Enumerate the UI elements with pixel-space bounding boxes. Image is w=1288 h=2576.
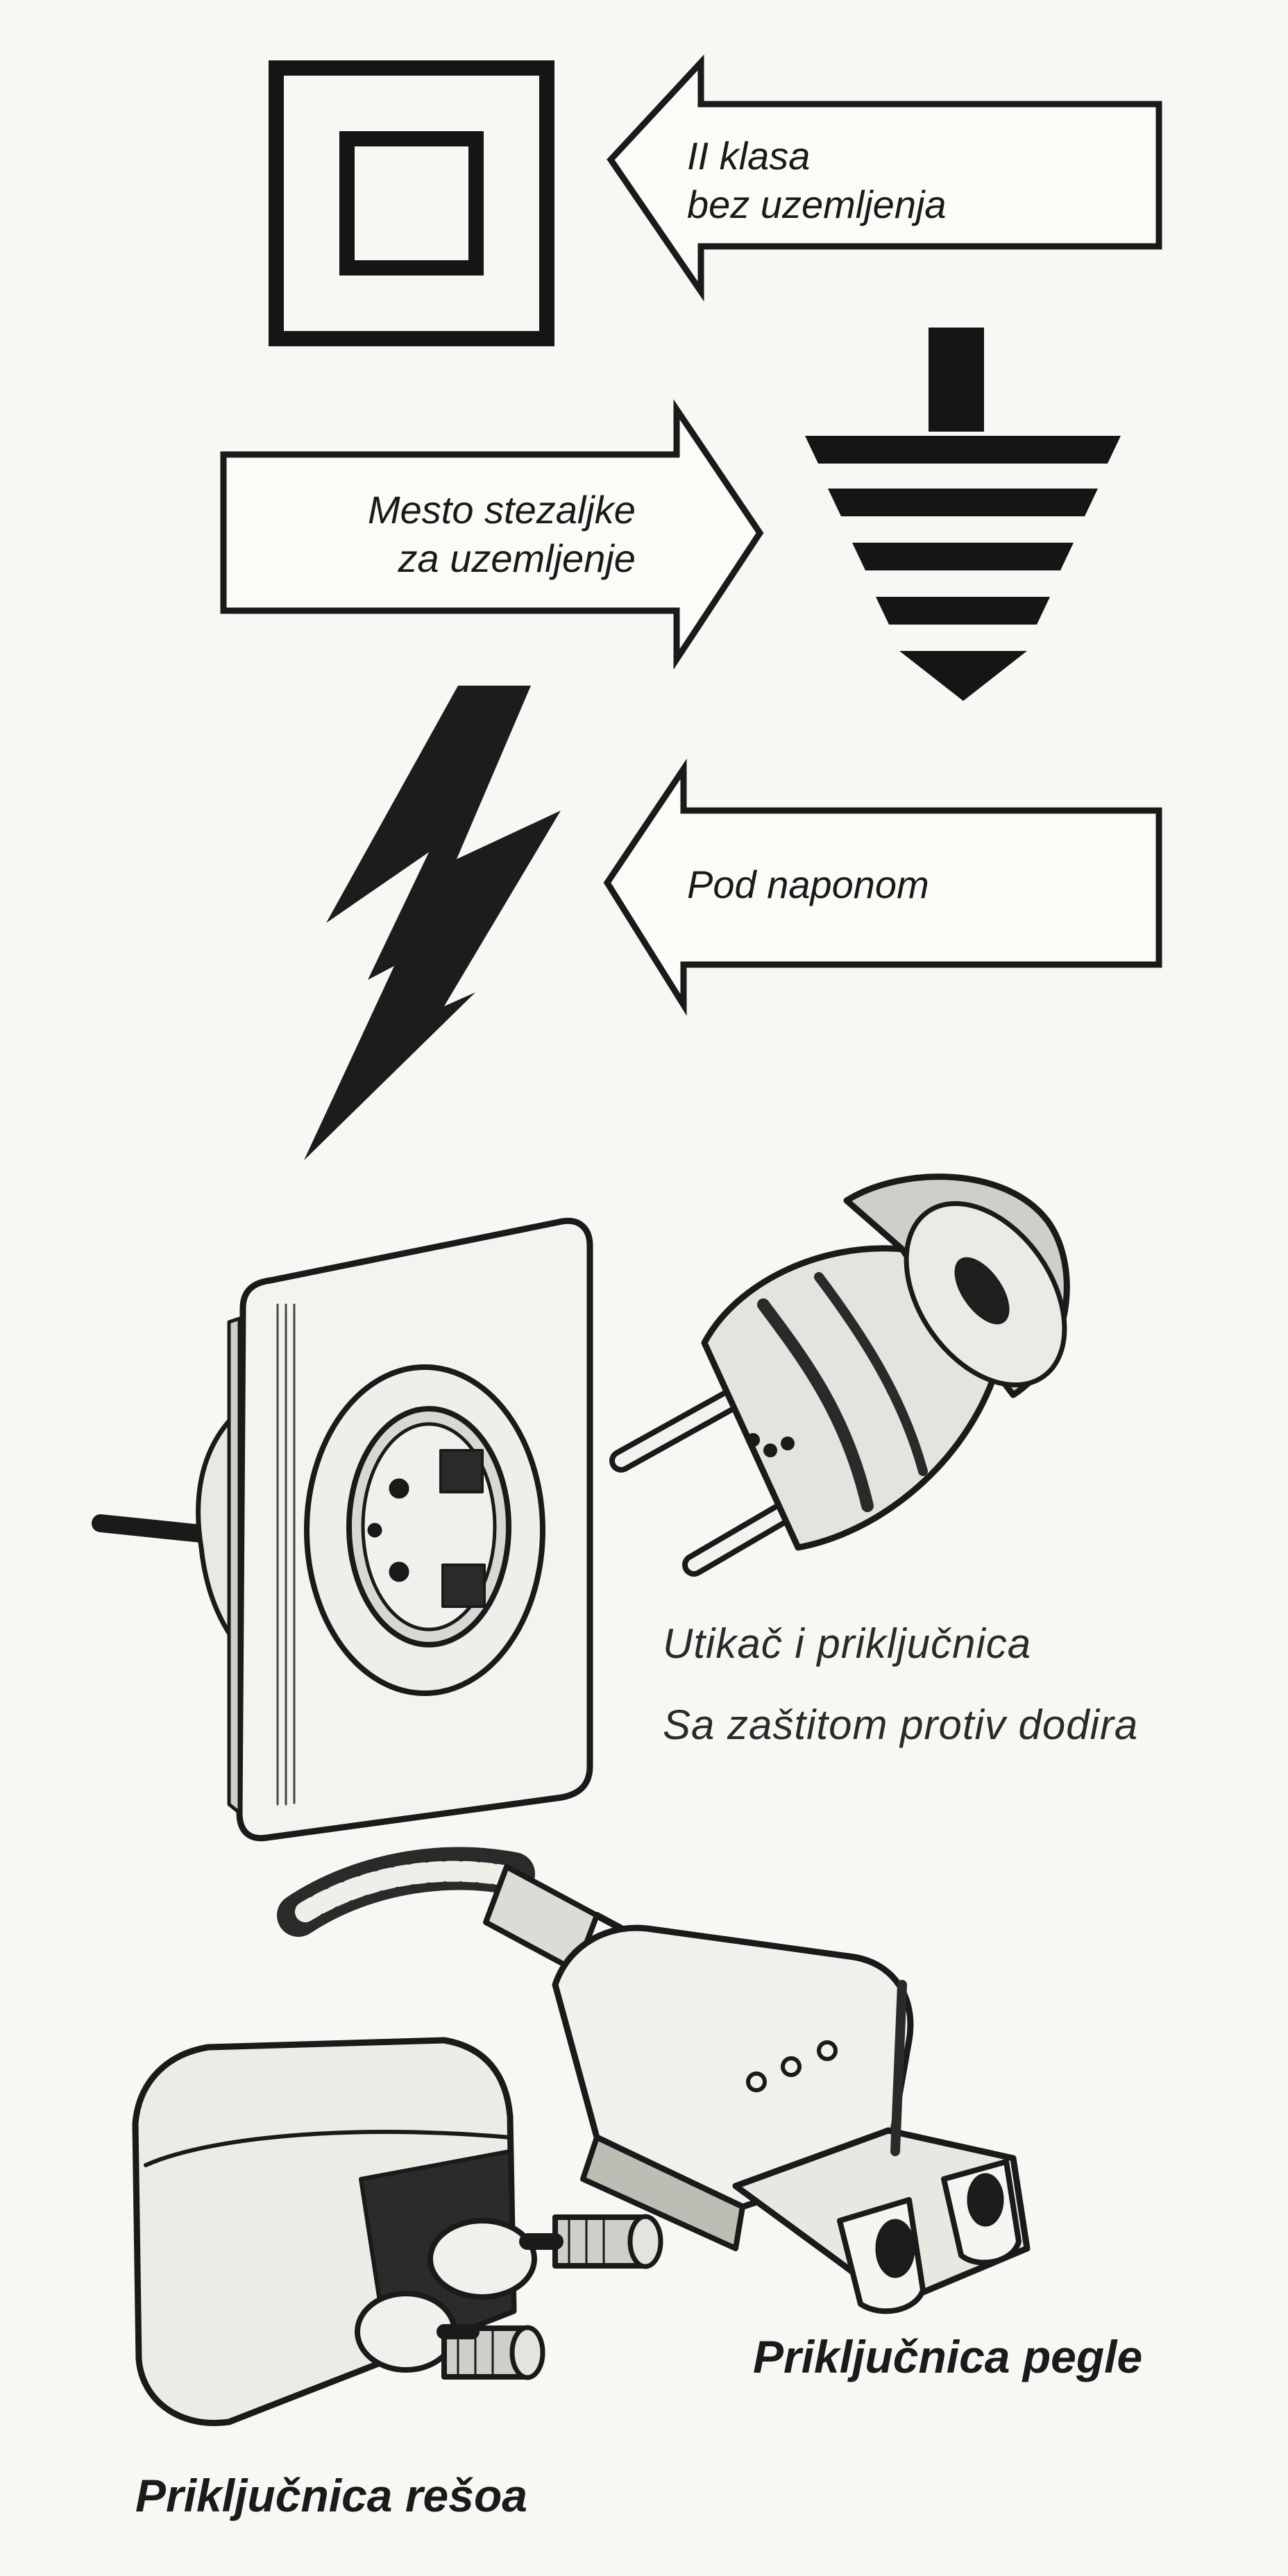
arrow-left-icon — [603, 759, 1162, 1016]
class-ii-label-line1: II klasa — [687, 134, 811, 178]
arrow-right-icon — [220, 399, 764, 670]
class-ii-symbol-icon — [269, 60, 554, 346]
ground-terminal-label: Mesto stezaljke za uzemljenje — [368, 486, 636, 583]
hotplate-connector-illustration — [132, 2037, 663, 2426]
plug-socket-caption-line1: Utikač i priključnica — [663, 1620, 1032, 1667]
hotplate-connector-caption: Priključnica rešoa — [135, 2470, 527, 2521]
plug-socket-caption: Utikač i priključnica Sa zaštitom protiv… — [663, 1603, 1138, 1765]
arrow-left-icon — [607, 54, 1162, 302]
class-ii-label-line2: bez uzemljenja — [687, 183, 947, 226]
ground-terminal-label-line1: Mesto stezaljke — [368, 488, 636, 532]
class-ii-label: II klasa bez uzemljenja — [687, 132, 947, 229]
iron-connector-caption: Priključnica pegle — [753, 2331, 1143, 2382]
iron-connector-illustration — [277, 1847, 1031, 2314]
lightning-bolt-icon — [304, 686, 561, 1160]
plug-illustration — [609, 1173, 1070, 1577]
ground-terminal-label-line2: za uzemljenje — [398, 536, 636, 580]
plug-socket-caption-line2: Sa zaštitom protiv dodira — [663, 1702, 1139, 1748]
ground-symbol-icon — [805, 328, 1121, 701]
live-voltage-label: Pod naponom — [687, 863, 929, 906]
wall-socket-illustration — [92, 1217, 593, 1842]
